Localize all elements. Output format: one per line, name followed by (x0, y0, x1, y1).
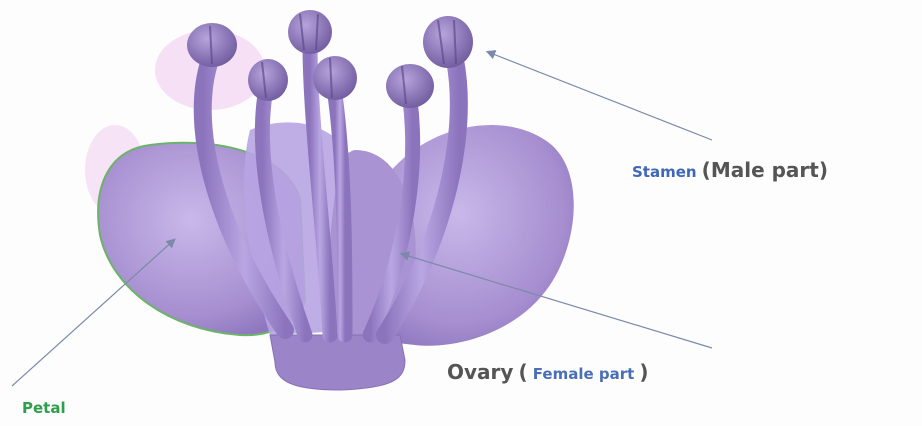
ovary-label-paren-close: ) (639, 360, 648, 384)
anther-4 (313, 56, 357, 100)
ovary-label-word: Ovary (447, 360, 513, 384)
ovary-label: Ovary ( Female part ) (447, 360, 649, 384)
anther-6 (423, 16, 473, 68)
anther-5 (386, 64, 434, 108)
stamen-label-detail: Male part) (711, 158, 828, 182)
stamen-arrow (488, 52, 712, 140)
petal-label: Petal (22, 398, 66, 417)
petal-label-word: Petal (22, 399, 66, 417)
ovary-label-detail: Female part (533, 365, 635, 383)
ovary-label-paren-open: ( (519, 360, 528, 384)
anther-3 (288, 10, 332, 54)
stamen-label: Stamen (Male part) (632, 158, 828, 182)
petal-arrow (12, 240, 174, 386)
stamen-label-word: Stamen (632, 163, 697, 181)
anther-2 (248, 59, 288, 101)
stamen-label-paren-open: ( (702, 158, 711, 182)
